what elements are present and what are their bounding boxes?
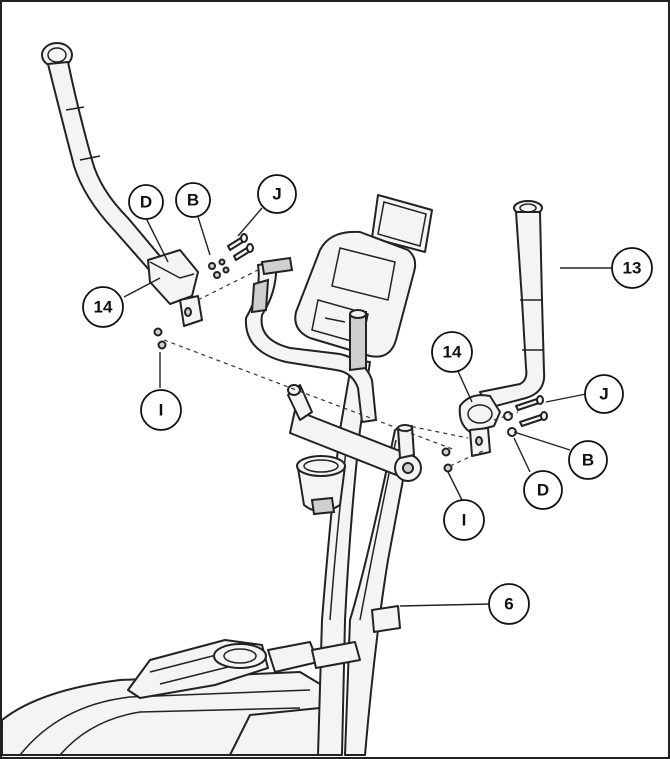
- svg-text:J: J: [599, 385, 608, 404]
- right-arm-handle-13: [479, 200, 546, 409]
- svg-text:I: I: [159, 401, 164, 420]
- callout-I-left: I: [140, 389, 182, 431]
- base-frame: [1, 639, 341, 756]
- callout-J-left: J: [257, 174, 297, 214]
- svg-text:I: I: [462, 511, 467, 530]
- left-arm-handle: [41, 42, 171, 281]
- svg-text:B: B: [582, 451, 594, 470]
- callout-B-left: B: [175, 182, 211, 218]
- right-arm-bracket-14: [458, 394, 501, 457]
- svg-text:J: J: [272, 185, 281, 204]
- svg-text:6: 6: [504, 595, 513, 614]
- callout-14-left: 14: [82, 286, 124, 328]
- callout-D-right: D: [523, 470, 563, 510]
- fixed-handlebar: [244, 256, 377, 423]
- left-arm-bracket-14: [147, 249, 203, 327]
- svg-text:B: B: [187, 191, 199, 210]
- callout-D-left: D: [128, 184, 164, 220]
- upright-post: [311, 359, 413, 756]
- cup-holder: [296, 455, 346, 516]
- callout-J-right: J: [584, 374, 624, 414]
- svg-text:D: D: [537, 481, 549, 500]
- callout-I-right: I: [443, 499, 485, 541]
- callout-13: 13: [611, 247, 653, 289]
- svg-text:D: D: [140, 193, 152, 212]
- right-fasteners: [441, 395, 548, 473]
- left-fasteners: [153, 233, 254, 350]
- callout-6: 6: [488, 583, 530, 625]
- callout-B-right: B: [568, 440, 608, 480]
- svg-text:14: 14: [94, 298, 113, 317]
- svg-text:13: 13: [623, 259, 642, 278]
- alignment-lines: [163, 267, 519, 467]
- svg-text:14: 14: [443, 343, 462, 362]
- pivot-axle: [287, 384, 422, 482]
- callout-14-right: 14: [431, 331, 473, 373]
- console: [294, 194, 433, 358]
